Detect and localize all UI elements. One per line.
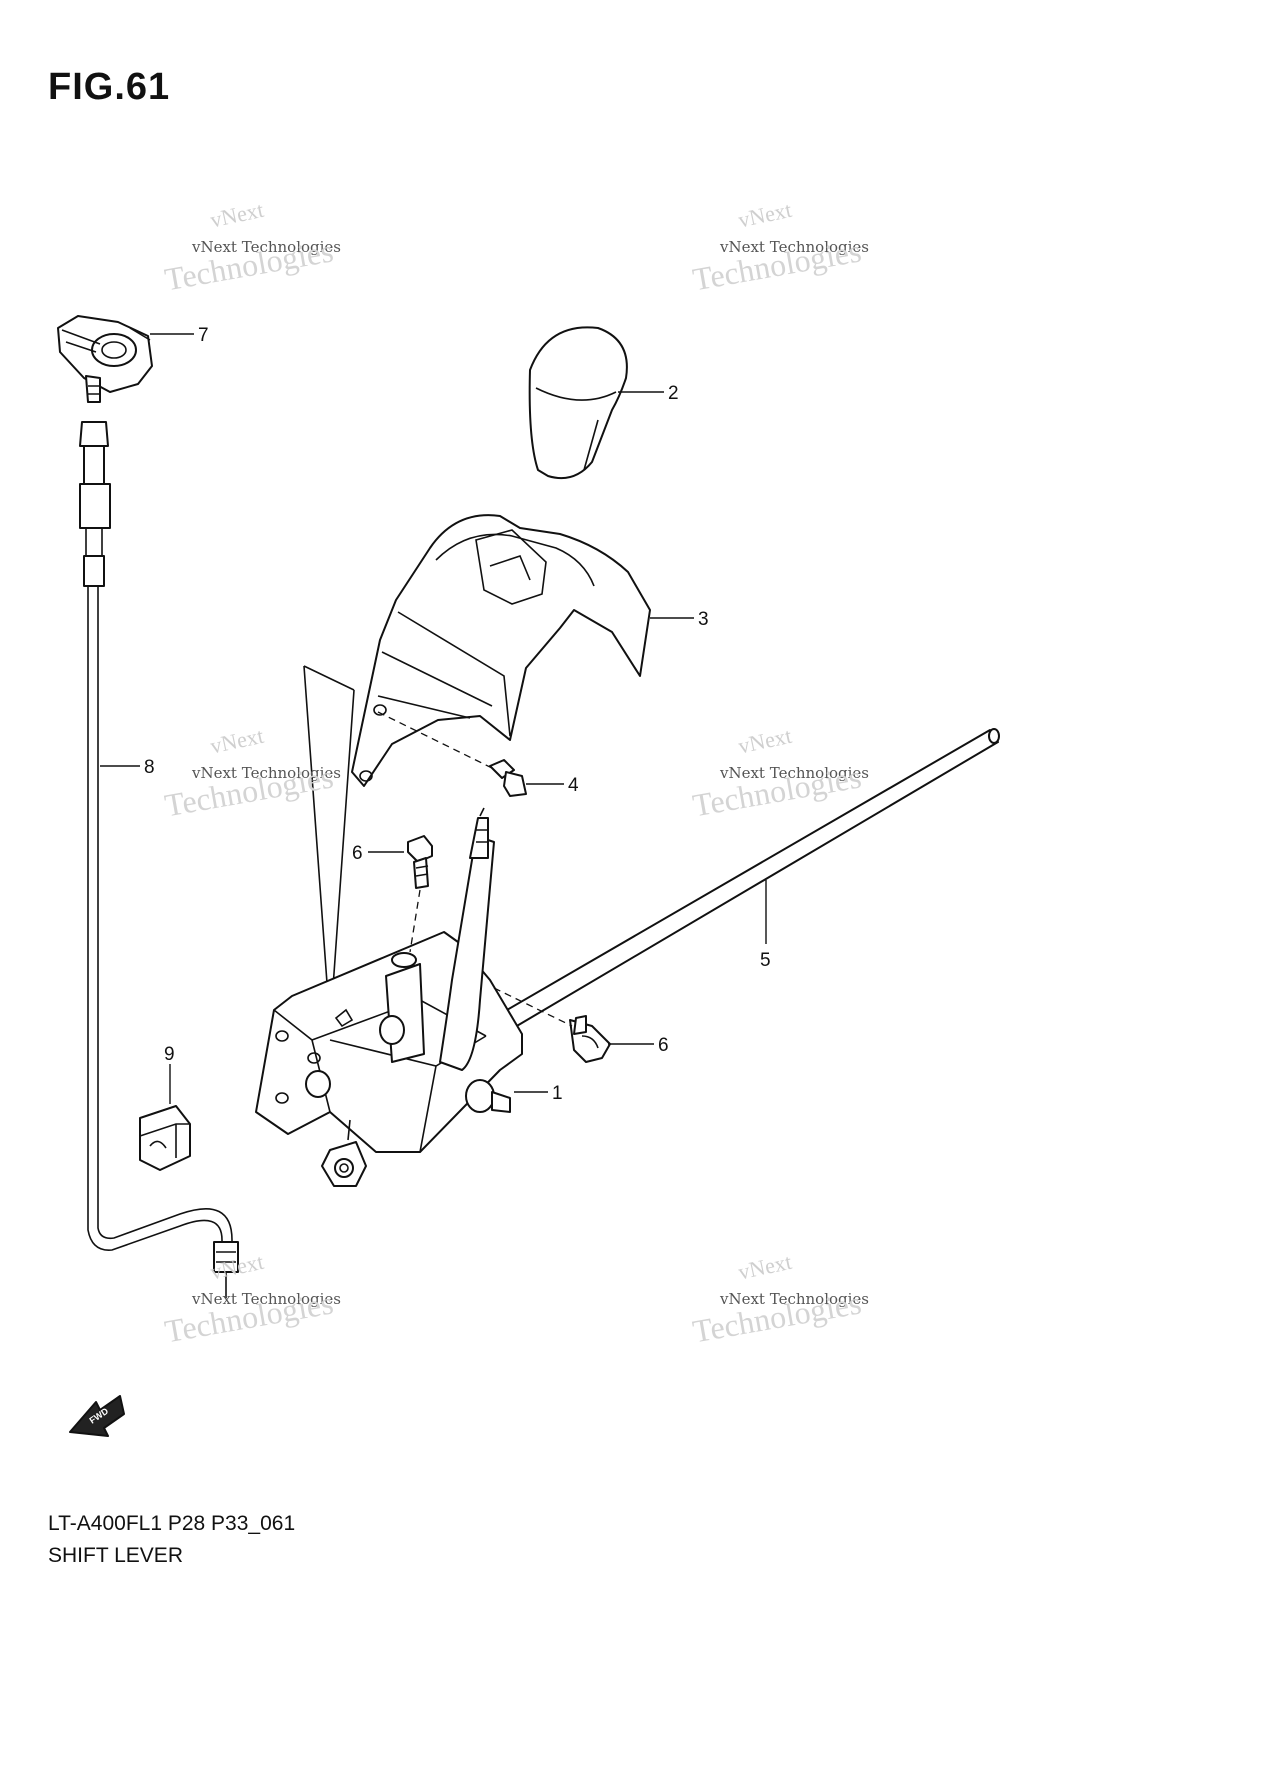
callout-2: 2 — [668, 383, 679, 404]
callout-8: 8 — [144, 757, 155, 778]
washer-6-upper — [391, 952, 417, 968]
callout-7: 7 — [198, 325, 209, 346]
part-6-bolt-side[interactable] — [569, 1015, 611, 1063]
assembly-line-4 — [377, 711, 493, 769]
part-4-screw[interactable] — [489, 759, 527, 797]
callout-4: 4 — [568, 775, 579, 796]
part-8-cable[interactable] — [79, 421, 239, 1298]
callout-3: 3 — [698, 609, 709, 630]
figure-title: FIG.61 — [48, 66, 171, 108]
model-code: LT-A400FL1 P28 P33_061 — [48, 1512, 296, 1535]
assembly-line-6a — [409, 889, 421, 953]
callout-9: 9 — [164, 1044, 175, 1065]
part-7-switch[interactable] — [57, 315, 153, 403]
callout-6b: 6 — [658, 1035, 669, 1056]
callout-5: 5 — [760, 950, 771, 971]
part-3-cover[interactable] — [351, 514, 651, 787]
fwd-arrow-icon: FWD — [69, 1395, 125, 1437]
diagram-name: SHIFT LEVER — [48, 1544, 183, 1567]
part-1-lever-assembly[interactable] — [255, 807, 523, 1187]
part-6-bolt-upper[interactable] — [407, 835, 433, 889]
callout-1: 1 — [552, 1083, 563, 1104]
assembly-line-6b — [493, 987, 573, 1027]
part-9-clamp[interactable] — [139, 1105, 191, 1171]
part-2-knob[interactable] — [528, 326, 628, 480]
callout-6a: 6 — [352, 843, 363, 864]
